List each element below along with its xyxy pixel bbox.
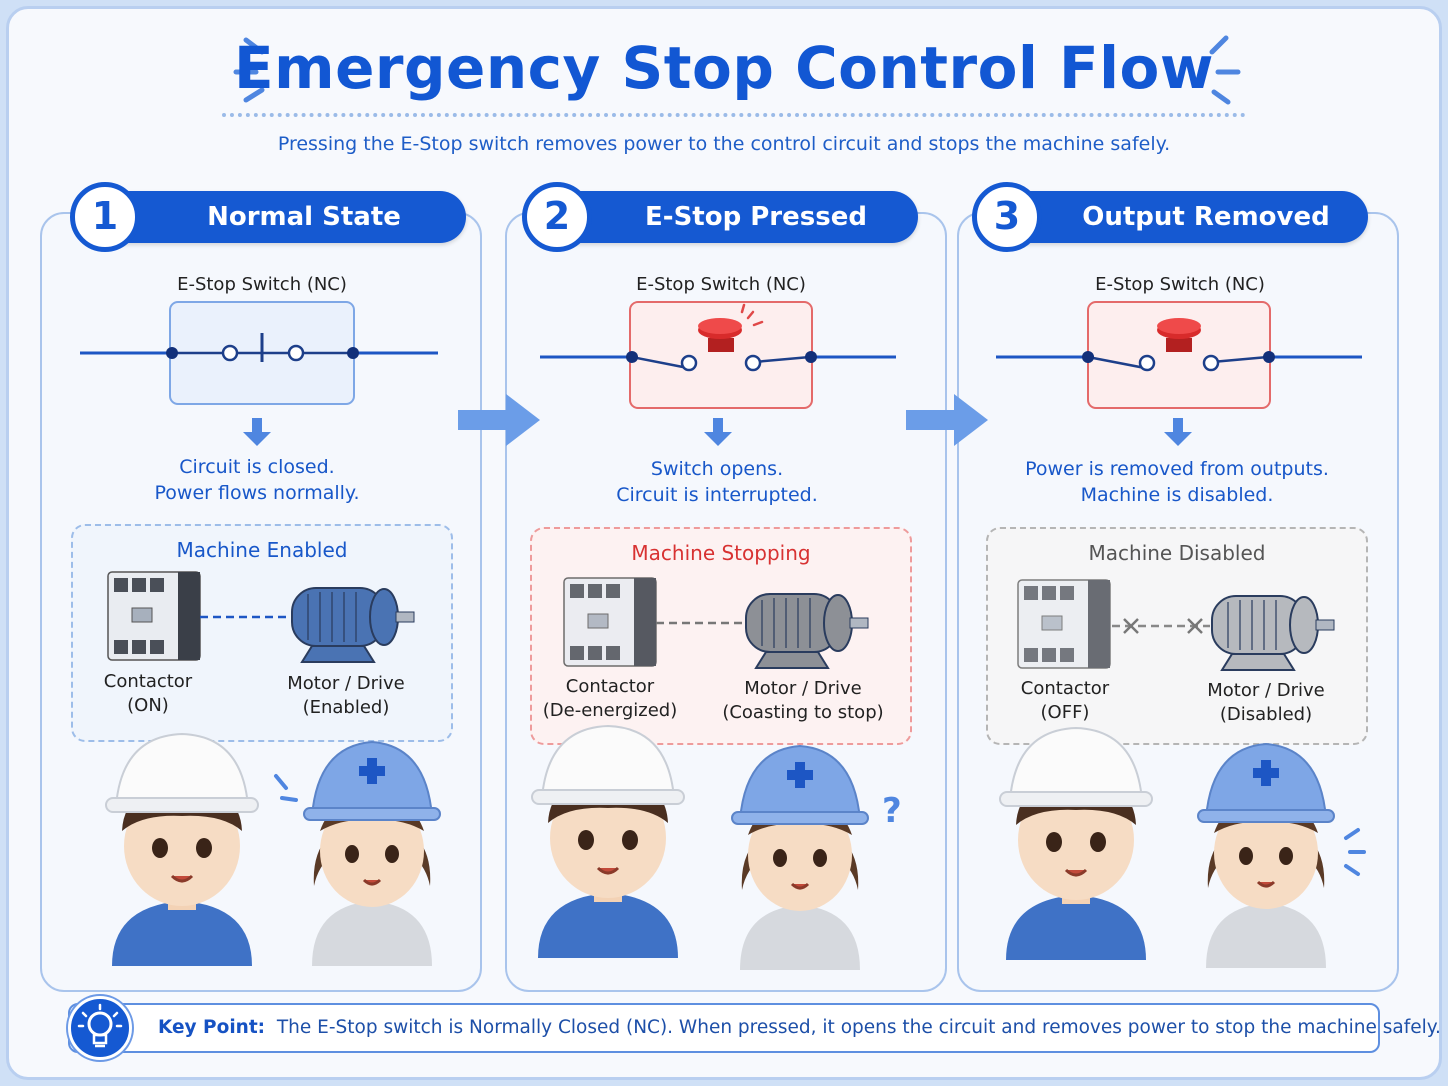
step-3-header: 3 Output Removed: [972, 182, 1368, 252]
step-1-title: Normal State: [207, 202, 401, 232]
step-2-header: 2 E-Stop Pressed: [522, 182, 918, 252]
key-point-body: The E-Stop switch is Normally Closed (NC…: [276, 1017, 1441, 1038]
step-3-description: Power is removed from outputs.Machine is…: [1025, 458, 1329, 506]
lightbulb-icon: [68, 996, 132, 1060]
step-1-switch-diagram: [80, 301, 438, 405]
page-title: Emergency Stop Control Flow: [234, 34, 1214, 102]
step-1-motor-label: Motor / Drive(Enabled): [287, 673, 405, 718]
step-2-title: E-Stop Pressed: [645, 202, 867, 232]
key-point-box: Key Point: The E-Stop switch is Normally…: [68, 1003, 1441, 1053]
step-3-motor-label: Motor / Drive(Disabled): [1207, 680, 1325, 725]
key-point-label: Key Point:: [158, 1017, 266, 1038]
step-1-contactor-label: Contactor(ON): [103, 671, 193, 716]
step-2-number: 2: [522, 182, 592, 252]
arrow-down-icon: [243, 418, 1192, 446]
step-3-number: 3: [972, 182, 1042, 252]
step-2-description: Switch opens.Circuit is interrupted.: [616, 458, 818, 506]
step-3-title: Output Removed: [1082, 202, 1330, 232]
step-1-description: Circuit is closed.Power flows normally.: [154, 456, 360, 504]
worker-icon: [104, 724, 1336, 972]
step-2-switch-diagram: [540, 301, 896, 409]
step-3-switch-diagram: [996, 301, 1362, 409]
step-3-contactor-label: Contactor(OFF): [1020, 678, 1110, 723]
step-1-number: 1: [70, 182, 140, 252]
step-1-switch-label: E-Stop Switch (NC): [177, 274, 347, 295]
step-2-motor-label: Motor / Drive(Coasting to stop): [722, 678, 884, 723]
page-subtitle: Pressing the E-Stop switch removes power…: [277, 133, 1171, 155]
step-1-machine-status: Machine Enabled: [176, 538, 348, 562]
svg-text:?: ?: [882, 791, 902, 831]
step-1-header: 1 Normal State: [70, 182, 466, 252]
step-2-contactor-label: Contactor(De-energized): [542, 676, 678, 721]
title-divider: [222, 113, 1246, 117]
key-point-text: Key Point: The E-Stop switch is Normally…: [158, 1005, 1441, 1051]
step-3-machine-status: Machine Disabled: [1088, 541, 1266, 565]
step-3-switch-label: E-Stop Switch (NC): [1095, 274, 1265, 295]
arrow-right-icon: [458, 394, 988, 446]
step-2-switch-label: E-Stop Switch (NC): [636, 274, 806, 295]
step-2-machine-status: Machine Stopping: [631, 541, 811, 565]
